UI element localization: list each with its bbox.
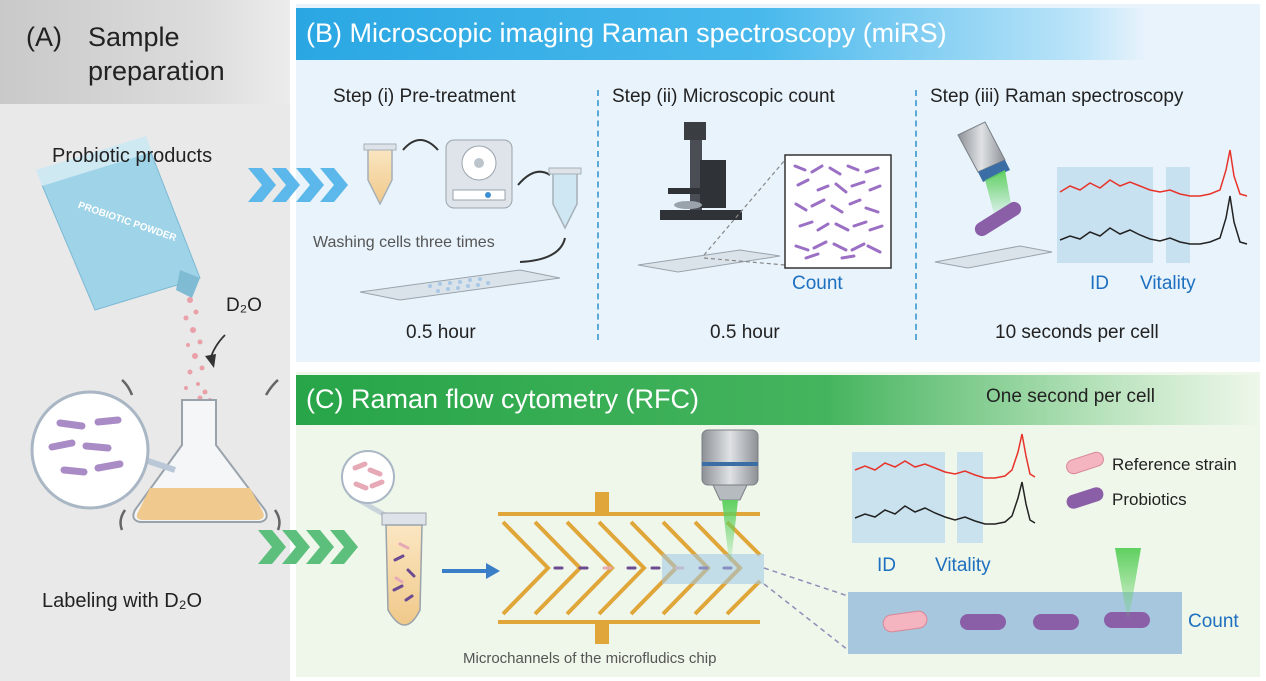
panel-b-title: (B) Microscopic imaging Raman spectrosco… [306, 18, 947, 48]
microscope-icon [660, 122, 742, 220]
raman-spectrum-c [852, 433, 1036, 543]
step-divider-2 [915, 90, 917, 340]
rfc-speed-label: One second per cell [986, 386, 1155, 407]
vitality-label-b: Vitality [1140, 273, 1196, 294]
chip-label: Microchannels of the microfludics chip [463, 650, 717, 667]
panel-a-letter: (A) [26, 22, 62, 52]
cell-count-field [784, 154, 892, 269]
bacteria-magnifier-icon [30, 390, 176, 510]
count-label-b: Count [792, 273, 843, 294]
tube-icon-2 [548, 167, 582, 230]
step1-title: Step (i) Pre-treatment [333, 86, 516, 107]
vitality-label-c: Vitality [935, 555, 991, 576]
labeling-label: Labeling with D₂O [42, 590, 203, 612]
panel-a-title-line2: preparation [88, 56, 225, 86]
panel-a-title-line1: Sample [88, 22, 180, 52]
panel-c-header [296, 375, 1260, 425]
panel-c-title: (C) Raman flow cytometry (RFC) [306, 384, 700, 414]
id-label-b: ID [1090, 273, 1109, 294]
count-label-c: Count [1188, 611, 1239, 632]
flask-icon [119, 379, 281, 531]
step3-time: 10 seconds per cell [995, 322, 1159, 343]
glass-slide-icon [359, 269, 561, 301]
legend-reference-strain-icon [1066, 451, 1104, 475]
panel-a-header [0, 0, 290, 104]
probiotic-packet-icon [36, 136, 201, 311]
raman-spectrum-b [1057, 149, 1248, 263]
probiotic-products-label: Probiotic products [52, 145, 213, 167]
step3-title: Step (iii) Raman spectroscopy [930, 86, 1184, 107]
flow-arrow-3 [519, 237, 566, 263]
sample-tube-icon-c [341, 450, 427, 626]
flow-arrow-2 [517, 170, 551, 186]
d2o-label: D₂O [226, 295, 262, 316]
flow-channel-count-view [848, 548, 1182, 654]
bacterium-icon-b [974, 201, 1022, 237]
panel-b-header [296, 8, 1146, 60]
step1-note: Washing cells three times [313, 234, 495, 251]
panel-a-background [0, 0, 290, 681]
legend-reference-label: Reference strain [1112, 455, 1237, 474]
detection-window [662, 554, 764, 584]
legend-probiotics-icon [1066, 487, 1104, 509]
objective-lens-icon-b [957, 121, 1012, 214]
raman-slide-icon [934, 245, 1053, 269]
legend-probiotics-label: Probiotics [1112, 490, 1187, 509]
microscope-slide-icon [637, 249, 781, 273]
id-label-c: ID [877, 555, 896, 576]
centrifuge-icon [445, 139, 513, 209]
step2-time: 0.5 hour [710, 322, 780, 343]
step2-title: Step (ii) Microscopic count [612, 86, 835, 107]
chevron-arrows-bottom [258, 530, 358, 564]
step1-time: 0.5 hour [406, 322, 476, 343]
tube-icon-1 [363, 143, 397, 206]
powder-stream [183, 297, 212, 402]
chevron-arrows-top [248, 168, 348, 202]
step-divider-1 [597, 90, 599, 340]
objective-lens-icon-c [701, 429, 759, 562]
flow-arrow-1 [402, 139, 439, 151]
